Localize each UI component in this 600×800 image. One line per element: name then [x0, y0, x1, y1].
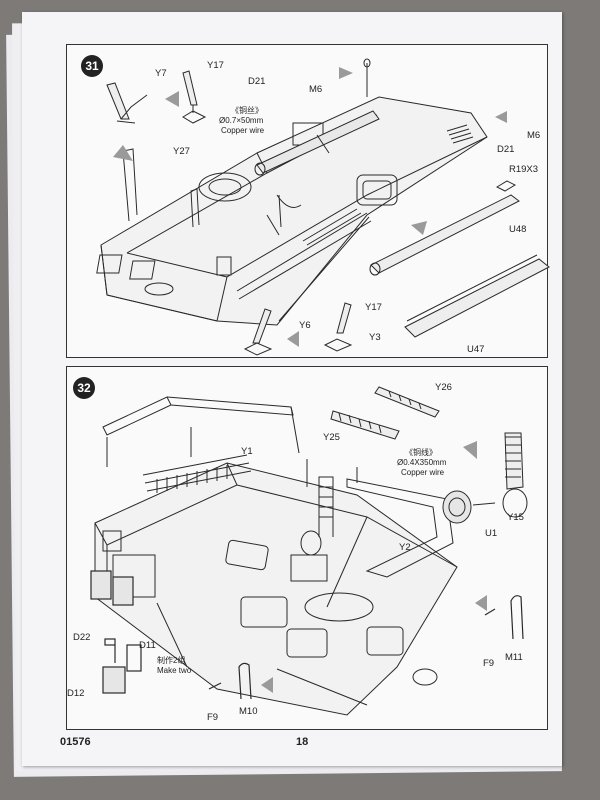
side-skirt-u48-drawing: [361, 185, 541, 300]
copper-wire-cn-31: 《铜丝》: [231, 106, 263, 115]
make-two-cn: 制作2组: [157, 656, 186, 665]
label-d21-left: D21: [248, 76, 266, 87]
label-y2: Y2: [399, 542, 411, 553]
label-m6-left: M6: [309, 84, 323, 95]
label-y15: Y15: [507, 512, 524, 523]
copper-wire-size-32: Ø0.4X350mm: [397, 458, 447, 467]
part-y6-drawing: [243, 307, 293, 362]
label-f9-right: F9: [483, 658, 495, 669]
side-skirt-u47-drawing: [397, 241, 557, 356]
label-y17-bottom: Y17: [365, 302, 382, 313]
copper-wire-size-31: Ø0.7×50mm: [219, 116, 264, 125]
label-u47: U47: [467, 344, 485, 355]
product-code: 01576: [60, 736, 91, 748]
label-u1: U1: [485, 528, 498, 539]
copper-wire-label-31: Copper wire: [221, 126, 265, 135]
label-y3: Y3: [369, 332, 381, 343]
label-d21-right: D21: [497, 144, 515, 155]
step-32-number: 32: [73, 377, 95, 399]
label-y27: Y27: [173, 146, 190, 157]
hull-drawing-step-31: [67, 45, 547, 362]
part-r19-drawing: [495, 177, 519, 198]
assembly-arrows-step-31: [67, 45, 547, 362]
part-y3-drawing: [323, 301, 363, 360]
part-d22-d11-d12-drawing: [87, 563, 157, 708]
label-m10: M10: [239, 706, 258, 717]
label-m11: M11: [505, 652, 523, 663]
label-y25: Y25: [323, 432, 340, 443]
label-d22: D22: [73, 632, 91, 643]
step-31-number: 31: [81, 55, 103, 77]
part-m10-f9-drawing: [207, 659, 267, 714]
label-y6: Y6: [299, 320, 311, 331]
label-u48: U48: [509, 224, 527, 235]
part-y17-drawing: [175, 69, 215, 134]
part-y7-drawing: [103, 79, 163, 134]
label-r19x3: R19X3: [509, 164, 539, 175]
label-y26: Y26: [435, 382, 452, 393]
part-m11-f9-drawing: [483, 587, 543, 652]
page-number: 18: [296, 736, 309, 748]
label-d12: D12: [67, 688, 85, 699]
copper-wire-label-32: Copper wire: [401, 468, 445, 477]
step-32-panel: 32: [66, 366, 548, 730]
label-m6-right: M6: [527, 130, 541, 141]
label-y1: Y1: [241, 446, 253, 457]
part-u1-y15-drawing: [439, 427, 539, 552]
label-d11: D11: [139, 640, 156, 651]
assembly-arrows-step-32: [67, 367, 547, 734]
hull-drawing-step-32: [67, 367, 547, 734]
step-31-panel: 31: [66, 44, 550, 360]
label-y17-top: Y17: [207, 60, 224, 71]
label-f9-left: F9: [207, 712, 219, 723]
copper-wire-cn-32: 《铜线》: [405, 448, 437, 457]
make-two-label: Make two: [157, 666, 192, 675]
label-y7: Y7: [155, 68, 167, 79]
part-y25-y26-drawing: [329, 381, 449, 456]
